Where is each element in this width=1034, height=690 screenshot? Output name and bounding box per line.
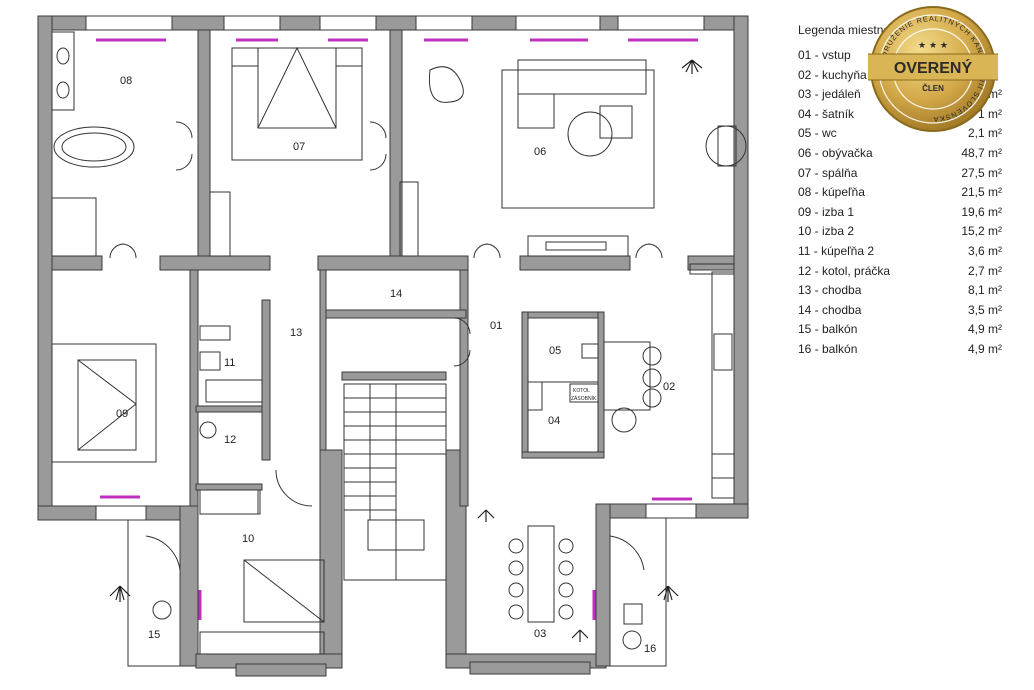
legend-title: Legenda miestností [798, 23, 903, 37]
legend-room-area [1002, 46, 1010, 66]
legend-row: 05 - wc 2,1 m² [798, 124, 1010, 144]
legend-row: 08 - kúpeľňa 21,5 m² [798, 183, 1010, 203]
bedroom-07-bed [209, 46, 419, 257]
badge-stars: ★ ★ ★ [918, 41, 948, 51]
bedroom-10-bed [199, 469, 325, 655]
legend-room-area: 19,6 m² [961, 204, 1002, 219]
legend-room-name: 11 - kúpeľňa 2 [798, 243, 874, 258]
legend-room-area: 3,6 m² [967, 243, 1002, 258]
room-label-09: 09 [116, 408, 128, 420]
legend-room-area [1002, 66, 1010, 86]
room-label-15: 15 [148, 629, 160, 641]
legend-room-name: 02 - kuchyňa [798, 67, 867, 82]
legend-room-area: 8,1 m² [967, 283, 1002, 298]
room-label-06: 06 [534, 146, 546, 158]
interior-walls [51, 29, 735, 507]
wardrobe-wc-fixtures [527, 343, 599, 453]
legend-room-area: 3,5 m² [967, 302, 1002, 317]
legend-row: 13 - chodba 8,1 m² [798, 281, 1010, 301]
legend-room-name: 15 - balkón [798, 322, 858, 337]
legend-row: 09 - izba 1 19,6 m² [798, 203, 1010, 223]
room-labels: 08 07 06 09 11 12 13 14 01 05 02 04 10 0… [116, 75, 675, 655]
room-label-16: 16 [644, 643, 656, 655]
floor-plan: 08 07 06 09 11 12 13 14 01 05 02 04 10 0… [37, 15, 749, 677]
legend-room-name: 12 - kotol, práčka [798, 263, 891, 278]
room-legend: Legenda miestností 01 - vstup 02 - kuchyň… [798, 20, 1010, 360]
room-label-01: 01 [490, 320, 502, 332]
room-label-10: 10 [242, 533, 254, 545]
dining-03-table [508, 525, 574, 623]
room-label-11: 11 [224, 357, 235, 369]
room-label-05: 05 [549, 345, 561, 357]
legend-row: 12 - kotol, práčka 2,7 m² [798, 262, 1010, 282]
kitchen-tag-2: ZÁSOBNÍK [571, 395, 597, 402]
legend-row: 15 - balkón 4,9 m² [798, 320, 1010, 340]
living-06-furniture [428, 59, 747, 257]
bathroom-08-fixtures [51, 31, 193, 257]
room-label-12: 12 [224, 434, 236, 446]
balconies [127, 518, 667, 667]
legend-room-name: 09 - izba 1 [798, 204, 855, 219]
kitchen-tag: KOTOL [573, 388, 590, 394]
legend-room-area: 15,2 m² [961, 224, 1002, 239]
legend-room-name: 08 - kúpeľňa [798, 185, 865, 200]
legend-row: 02 - kuchyňa [798, 66, 1010, 86]
legend-room-area: 4,9 m² [967, 341, 1002, 356]
windows [96, 38, 698, 620]
plant-icons [109, 59, 703, 642]
legend-row: 11 - kúpeľňa 2 3,6 m² [798, 242, 1010, 262]
legend-room-name: 13 - chodba [798, 283, 862, 298]
legend-row: 07 - spálňa 27,5 m² [798, 164, 1010, 184]
verified-member-badge: ZDRUŽENIE REALITNÝCH KANCELÁRIÍ SLOVENSK… [868, 4, 998, 134]
legend-row: 10 - izba 2 15,2 m² [798, 222, 1010, 242]
legend-row: 16 - balkón 4,9 m² [798, 340, 1010, 360]
kitchen-02-furniture [603, 263, 735, 499]
legend-room-name: 01 - vstup [798, 48, 851, 62]
room-label-14: 14 [390, 288, 402, 300]
door-swings [109, 121, 663, 367]
window-frames [85, 15, 705, 521]
room-label-08: 08 [120, 75, 132, 87]
legend-room-name: 10 - izba 2 [798, 224, 855, 239]
legend-row: 14 - chodba 3,5 m² [798, 301, 1010, 321]
legend-room-name: 14 - chodba [798, 302, 862, 317]
legend-room-name: 03 - jedáleň [798, 87, 861, 102]
badge-sub: ČLEN [922, 84, 944, 93]
legend-room-area: 48,7 m² [961, 145, 1002, 160]
legend-room-name: 06 - obývačka [798, 145, 873, 160]
legend-room-area: 4,9 m² [967, 322, 1002, 337]
legend-room-name: 04 - šatník [798, 106, 855, 121]
legend-row: 01 - vstup [798, 46, 1010, 66]
legend-room-area: 2,7 m² [967, 263, 1002, 278]
legend-room-name: 07 - spálňa [798, 165, 858, 180]
legend-room-name: 05 - wc [798, 126, 837, 141]
legend-room-area: 21,5 m² [961, 185, 1002, 200]
legend-row: 06 - obývačka 48,7 m² [798, 144, 1010, 164]
legend-room-area: 2,1 m² [967, 126, 1002, 141]
legend-room-area: 27,5 m² [961, 165, 1002, 180]
room-label-07: 07 [293, 141, 305, 153]
bedroom-09-bed [51, 343, 157, 463]
legend-row: 04 - šatník 1 m² [798, 105, 1010, 125]
legend-room-name: 16 - balkón [798, 341, 858, 356]
legend-room-area: 1 m² [978, 106, 1002, 121]
room-label-13: 13 [290, 327, 302, 339]
staircase [343, 383, 447, 581]
badge-main: OVERENÝ [894, 58, 973, 77]
room-label-02: 02 [663, 381, 675, 393]
room-label-03: 03 [534, 628, 546, 640]
room-label-04: 04 [548, 415, 560, 427]
